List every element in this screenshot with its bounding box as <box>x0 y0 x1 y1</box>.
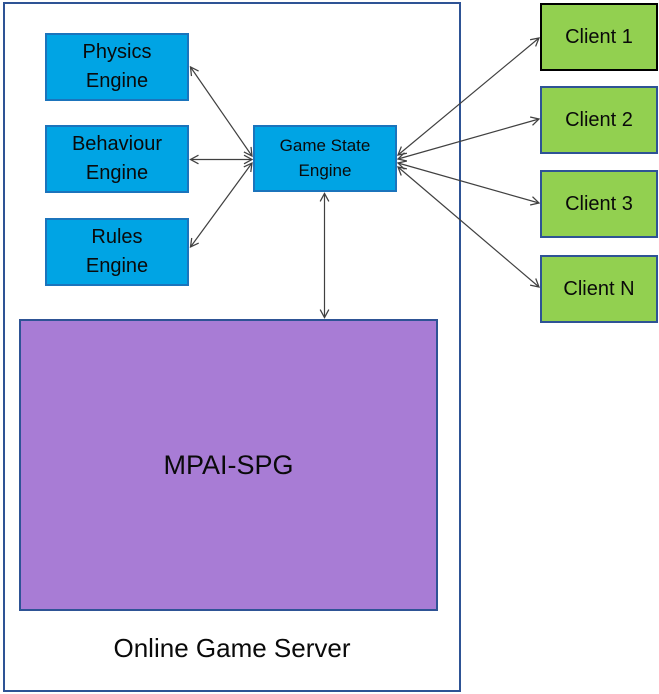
engine-box-behaviour: Behaviour Engine <box>45 125 189 193</box>
client-label-2: Client 2 <box>565 108 633 131</box>
client-box-n: Client N <box>540 255 658 323</box>
client-box-1: Client 1 <box>540 3 658 71</box>
client-label-1: Client 1 <box>565 25 633 48</box>
engine-label-physics-line2: Engine <box>85 70 149 92</box>
online-game-server-label: Online Game Server <box>113 633 351 663</box>
engine-box-rules: Rules Engine <box>45 218 189 286</box>
engine-label-game-state-line1: Game State <box>279 135 371 155</box>
engine-label-behaviour-line2: Engine <box>85 162 149 184</box>
client-label-n: Client N <box>563 277 635 300</box>
engine-box-physics: Physics Engine <box>45 33 189 101</box>
mpai-spg-box: MPAI-SPG <box>19 319 438 611</box>
client-box-2: Client 2 <box>540 86 658 154</box>
engine-label-rules-line2: Engine <box>85 255 149 277</box>
engine-label-physics-line1: Physics <box>82 41 152 63</box>
client-label-3: Client 3 <box>565 192 633 215</box>
engine-label-game-state-line2: Engine <box>298 160 352 180</box>
engine-label-behaviour-line1: Behaviour <box>71 133 163 155</box>
engine-box-game-state: Game State Engine <box>253 125 397 192</box>
engine-label-rules-line1: Rules <box>91 226 143 248</box>
client-box-3: Client 3 <box>540 170 658 238</box>
mpai-spg-label: MPAI-SPG <box>163 449 294 480</box>
